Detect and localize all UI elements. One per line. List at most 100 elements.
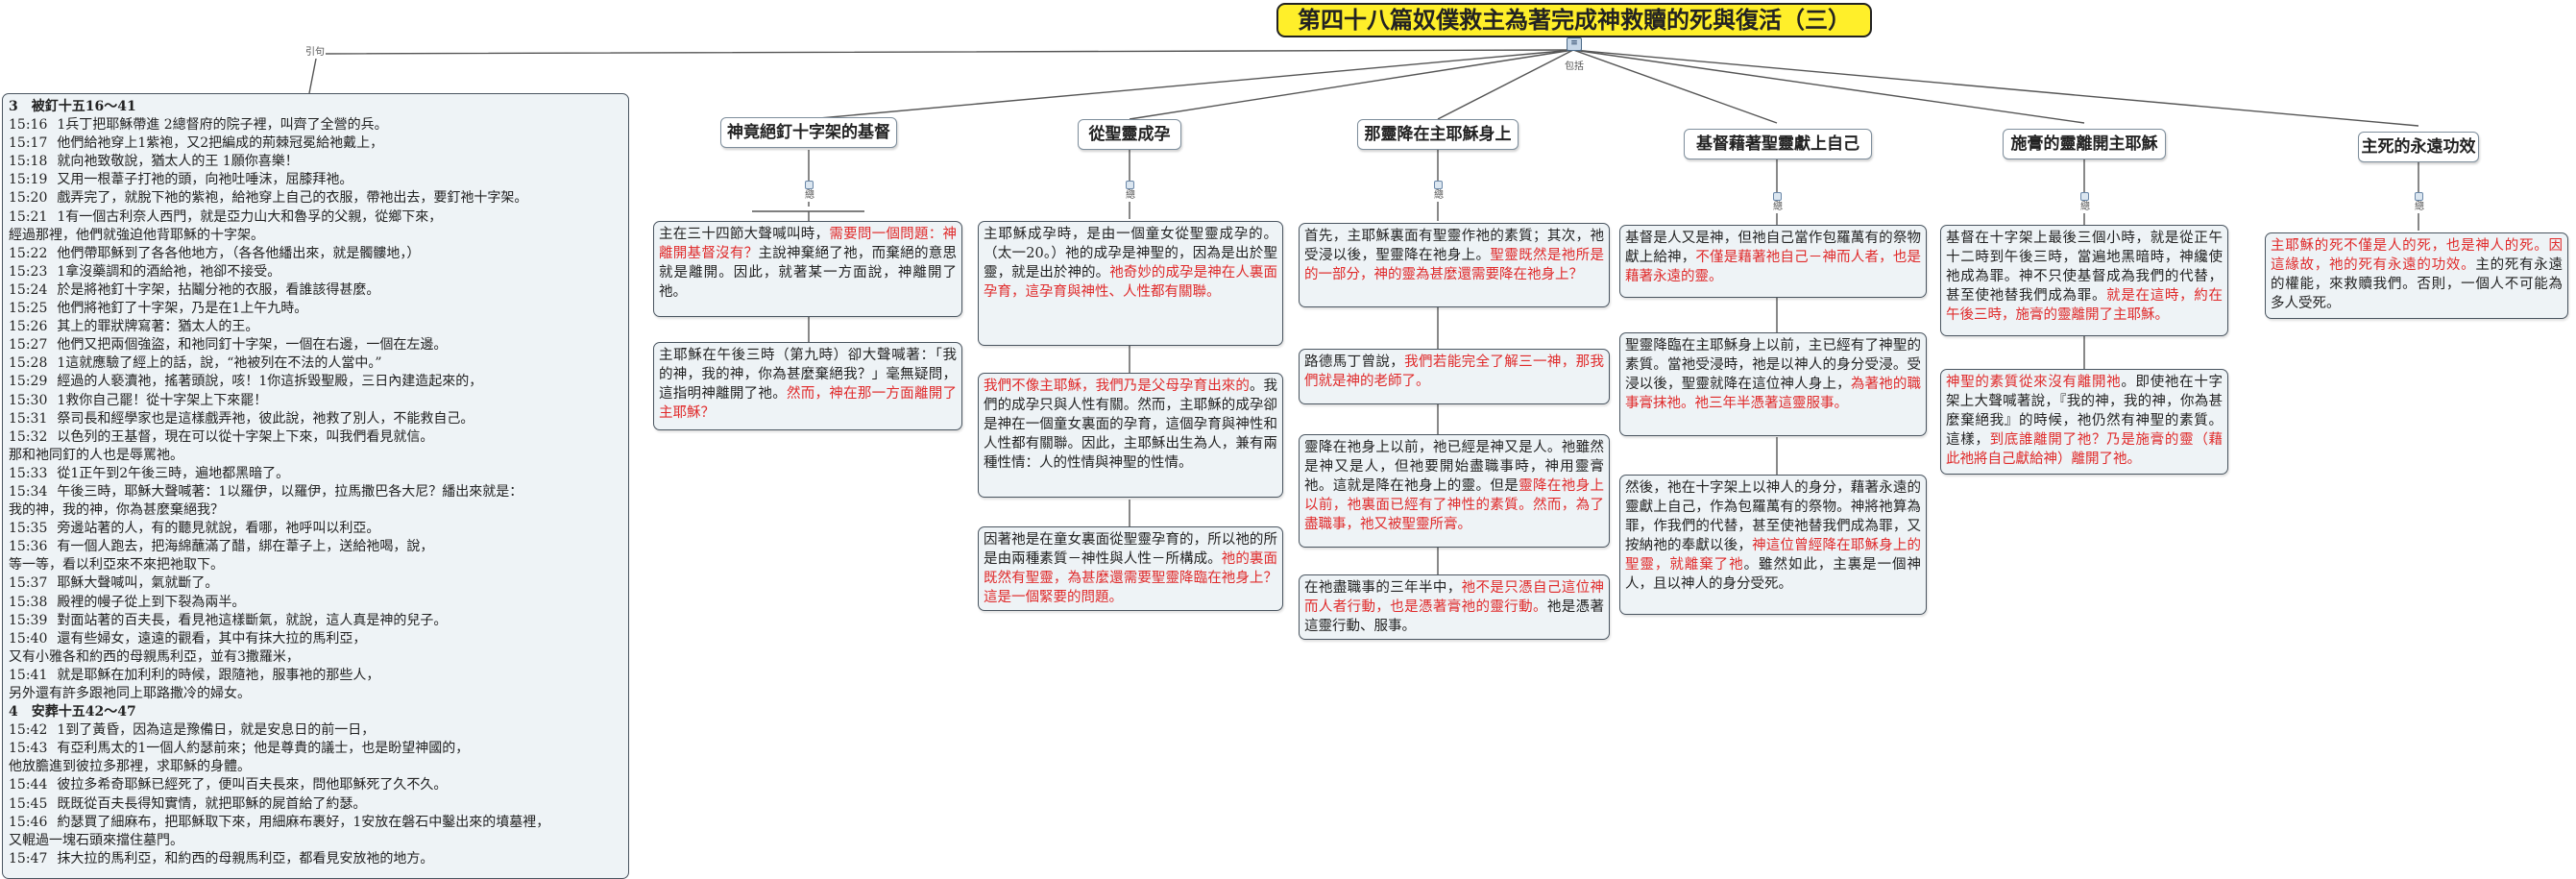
note-text: 主耶穌成孕時，是由一個童女從聖靈成孕的。（太一20。）祂的成孕是神聖的，因為是出… (984, 227, 1277, 281)
note-2-2[interactable]: 我們不像主耶穌，我們乃是父母孕育出來的。我們的成孕只與人性有關。然而，主耶穌的成… (978, 373, 1283, 498)
verse-ref: 15:19 (9, 172, 48, 188)
note-text: 主說神棄絕了祂，而棄絕的意思就是離開。因此，就著某一方面說，神離開了祂。 (659, 246, 958, 300)
topic-collapse-toggle[interactable] (1434, 181, 1443, 189)
highlighted-text: 靈降在祂身上以前，祂裏面已經有了神性的素質。然而，為了盡職事，祂又被聖靈所膏。 (1304, 478, 1604, 532)
verse-ref: 15:24 (9, 281, 48, 298)
verse-text: 他們給祂穿上1紫袍，又2把編成的荊棘冠冕給祂戴上， (57, 135, 384, 152)
topic-collapse-toggle[interactable] (1126, 181, 1134, 189)
highlighted-text: 不僅是藉著祂自己－神而人者，也是藉著永遠的靈。 (1625, 250, 1921, 284)
topic-3[interactable]: 那靈降在主耶穌身上 (1357, 119, 1519, 150)
highlighted-text: 神聖的素質從來沒有離開祂 (1946, 375, 2122, 390)
note-4-3[interactable]: 然後，祂在十字架上以神人的身分，藉著永遠的靈獻上自己，作為包羅萬有的祭物。神將祂… (1619, 475, 1927, 615)
verse-text: 抹大拉的馬利亞，和約西的母親馬利亞，都看見安放祂的地方。 (57, 850, 434, 867)
verse-ref: 15:41 (9, 667, 48, 683)
topic-collapse-toggle[interactable] (1773, 192, 1782, 201)
note-2-3[interactable]: 因著祂是在童女裏面從聖靈孕育的，所以祂的所是由兩種素質－神性與人性－所構成。祂的… (978, 526, 1283, 611)
verse-text: 殿裡的幔子從上到下裂為兩半。 (57, 594, 246, 610)
verse-line: 15:44 彼拉多希奇耶穌已經死了，便叫百夫長來，問他耶穌死了久不久。 (9, 776, 622, 794)
verse-text: 其上的罪狀牌寫著：猶太人的王。 (57, 319, 259, 335)
verse-ref: 15:28 (9, 355, 48, 372)
topic-collapse-toggle[interactable] (2080, 192, 2089, 201)
highlighted-text: 聖靈既然是祂所是的一部分，神的靈為甚麼還需要降在祂身上？ (1304, 248, 1604, 282)
verse-text: 就向祂致敬說，猶太人的王 1願你喜樂！ (57, 154, 299, 170)
verse-text: 1救你自己罷！從十字架上下來罷！ (57, 392, 268, 408)
verse-ref: 15:38 (9, 594, 48, 610)
topic-6[interactable]: 主死的永遠功效 (2358, 132, 2479, 162)
highlighted-text: 就是在這時，約在午後三時，施膏的靈離開了主耶穌。 (1946, 288, 2224, 323)
verse-text: 祭司長和經學家也是這樣戲弄祂，彼此說，祂救了別人，不能救自己。 (57, 410, 474, 427)
note-text: 主耶穌在午後三時（第九時）卻大聲喊著：「我的神，我的神，你為甚麼棄絕我？」毫無疑… (659, 348, 957, 402)
verse-ref: 15:22 (9, 245, 48, 261)
verse-ref: 15:36 (9, 539, 48, 555)
verse-ref: 15:32 (9, 428, 48, 445)
topic-collapse-toggle[interactable] (805, 181, 814, 189)
verse-text: 以色列的王基督，現在可以從十字架上下來，叫我們看見就信。 (57, 428, 434, 445)
note-1-1[interactable]: 主在三十四節大聲喊叫時，需要問一個問題：神離開基督沒有？主說神棄絕了祂，而棄絕的… (653, 221, 962, 317)
note-6-1[interactable]: 主耶穌的死不僅是人的死，也是神人的死。因這緣故，祂的死有永遠的功效。主的死有永遠… (2265, 232, 2568, 319)
topic-2[interactable]: 從聖靈成孕 (1078, 119, 1181, 150)
note-5-2[interactable]: 神聖的素質從來沒有離開祂。即使祂在十字架上大聲喊著說，『我的神，我的神，你為甚麼… (1940, 369, 2228, 475)
note-text: 基督是人又是神，但祂自己當作包羅萬有的祭物獻上給神， (1625, 231, 1921, 265)
note-3-4[interactable]: 在祂盡職事的三年半中，祂不是只憑自己這位神而人者行動，也是憑著膏祂的靈行動。祂是… (1299, 574, 1610, 640)
topic-5[interactable]: 施膏的靈離開主耶穌 (2003, 129, 2166, 159)
note-text: 。我們的成孕只與人性有關。然而，主耶穌的成孕卻是神在一個童女裏面的孕育，這個孕育… (984, 378, 1278, 471)
verse-continuation: 又有小雅各和約西的母親馬利亞，並有3撒羅米， (9, 648, 300, 665)
note-text: 在祂盡職事的三年半中， (1304, 580, 1462, 596)
verse-continuation: 等一等，看以利亞來不來把祂取下。 (9, 557, 224, 574)
note-3-2[interactable]: 路德馬丁曾說，我們若能完全了解三一神，那我們就是神的老師了。 (1299, 349, 1610, 404)
verse-text: 1這就應驗了經上的話，說，“祂被列在不法的人當中。” (57, 355, 382, 372)
note-2-1[interactable]: 主耶穌成孕時，是由一個童女從聖靈成孕的。（太一20。）祂的成孕是神聖的，因為是出… (978, 221, 1283, 346)
verse-ref: 15:37 (9, 575, 48, 592)
highlighted-text: 為著祂的職事膏抹祂。祂三年半憑著這靈服事。 (1625, 377, 1922, 411)
note-text: 路德馬丁曾說， (1304, 354, 1405, 370)
verse-text: 有亞利馬太的1一個人約瑟前來；他是尊貴的議士，也是盼望神國的， (57, 741, 470, 757)
topic-1[interactable]: 神竟絕釘十字架的基督 (720, 117, 897, 148)
note-text: 主在三十四節大聲喊叫時， (659, 227, 830, 242)
verse-text: 彼拉多希奇耶穌已經死了，便叫百夫長來，問他耶穌死了久不久。 (57, 777, 448, 794)
note-text: 聖靈降臨在主耶穌身上以前，主已經有了神聖的素質。當祂受浸時，祂是以神人的身分受浸… (1625, 338, 1921, 392)
verse-ref: 15:44 (9, 777, 48, 794)
verse-continuation: 又輥過一塊石頭來擋住墓門。 (9, 832, 183, 848)
verse-ref: 15:30 (9, 392, 48, 408)
verse-text: 有一個人跑去，把海綿蘸滿了醋，綁在葦子上，送給祂喝，說， (57, 539, 434, 555)
verse-text: 還有些婦女，遠遠的觀看，其中有抹大拉的馬利亞， (57, 630, 367, 647)
verse-ref: 15:47 (9, 850, 48, 867)
note-text: 靈降在祂身上以前，祂已經是神又是人。祂雖然是神又是人，但祂要開始盡職事時，神用靈… (1304, 440, 1604, 494)
note-text: 主的死有永遠的權能，來救贖我們。否則，一個人不可能為多人受死。 (2271, 257, 2564, 311)
note-1-2[interactable]: 主耶穌在午後三時（第九時）卻大聲喊著：「我的神，我的神，你為甚麼棄絕我？」毫無疑… (653, 342, 962, 430)
note-5-1[interactable]: 基督在十字架上最後三個小時，就是從正午十二時到午後三時，當遍地黑暗時，神纔使祂成… (1940, 225, 2228, 336)
connector-label-total: 總 (2414, 202, 2425, 213)
verse-line: 15:32 以色列的王基督，現在可以從十字架上下來，叫我們看見就信。 (9, 428, 622, 447)
note-4-1[interactable]: 基督是人又是神，但祂自己當作包羅萬有的祭物獻上給神，不僅是藉著祂自己－神而人者，… (1619, 225, 1927, 298)
note-3-1[interactable]: 首先，主耶穌裏面有聖靈作祂的素質；其次，祂受浸以後，聖靈降在祂身上。聖靈既然是祂… (1299, 223, 1610, 307)
topic-collapse-toggle[interactable] (2415, 192, 2423, 201)
verse-ref: 15:33 (9, 465, 48, 481)
verse-text: 經過的人褻瀆祂，搖著頭說，咳！1你這拆毀聖殿，三日內建造起來的， (57, 374, 483, 390)
verse-ref: 15:21 (9, 208, 48, 225)
verse-ref: 15:20 (9, 190, 48, 207)
verse-line: 15:47 抹大拉的馬利亞，和約西的母親馬利亞，都看見安放祂的地方。 (9, 850, 622, 868)
central-title[interactable]: 第四十八篇奴僕救主為著完成神救贖的死與復活（三） (1276, 3, 1872, 37)
hub-icon[interactable]: ≡ (1567, 37, 1582, 51)
verse-text: 1兵丁把耶穌帶進 2總督府的院子裡，叫齊了全營的兵。 (57, 117, 388, 134)
connector-label-quote: 引句 (304, 47, 326, 59)
verse-ref: 15:34 (9, 483, 48, 500)
note-4-2[interactable]: 聖靈降臨在主耶穌身上以前，主已經有了神聖的素質。當祂受浸時，祂是以神人的身分受浸… (1619, 332, 1927, 436)
topic-4[interactable]: 基督藉著聖靈獻上自己 (1684, 129, 1872, 159)
verse-ref: 15:27 (9, 337, 48, 354)
connector-label-total: 總 (1433, 190, 1445, 202)
note-3-3[interactable]: 靈降在祂身上以前，祂已經是神又是人。祂雖然是神又是人，但祂要開始盡職事時，神用靈… (1299, 434, 1610, 548)
highlighted-text: 到底誰離開了祂？乃是施膏的靈（藉此祂將自己獻給神）離開了祂。 (1946, 432, 2224, 467)
verse-continuation: 經過那裡，他們就強迫他背耶穌的十字架。 (9, 227, 264, 243)
